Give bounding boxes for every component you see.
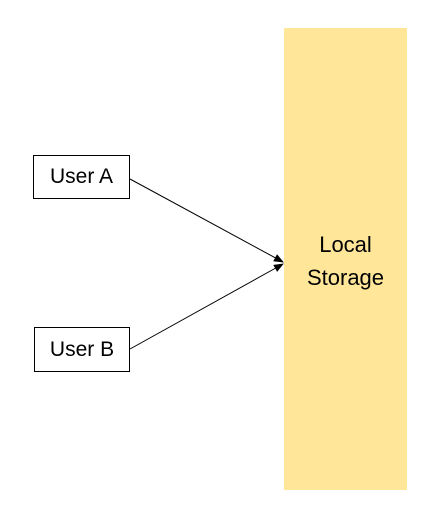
local-storage-block [284, 28, 407, 490]
local-storage-label-line2: Storage [306, 265, 385, 290]
user-b-label: User B [49, 337, 115, 361]
user-a-node: User A [33, 155, 130, 199]
local-storage-label: Local Storage [284, 228, 407, 294]
user-a-label: User A [49, 165, 114, 188]
arrow-user-a-to-storage [129, 178, 284, 263]
arrow-user-b-to-storage [129, 263, 284, 350]
user-b-node: User B [34, 327, 130, 372]
local-storage-label-line1: Local [319, 232, 372, 257]
